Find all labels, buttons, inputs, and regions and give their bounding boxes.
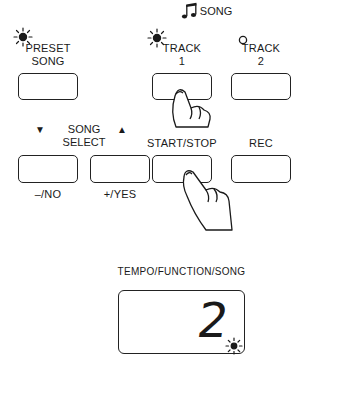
group-heading: SONG [196,5,236,18]
group-label: SONG SELECT [60,123,108,149]
button-label: +/YES [88,188,152,201]
button-outline [231,73,291,100]
panel-button: –/NO [18,155,78,183]
hand-pointer [173,90,210,127]
button-outline [18,155,78,183]
button-outline [152,155,212,183]
panel-button: +/YES [90,155,150,183]
button-label: TRACK 1 [161,42,203,68]
hand-pointer [183,171,232,230]
button-outline [90,155,150,183]
button-label: START/STOP [140,137,224,150]
lcd-display: TEMPO/FUNCTION/SONG2 [118,290,245,354]
button-label: –/NO [16,188,80,201]
panel-button: START/STOP [152,155,212,183]
panel-button: PRESET SONG [18,73,78,100]
display-heading: TEMPO/FUNCTION/SONG [82,265,282,278]
music-note-icon [182,3,197,19]
panel-button: TRACK 2 [231,73,291,100]
button-outline [18,73,78,100]
panel-button: REC [231,155,291,183]
button-label: PRESET SONG [20,42,76,68]
arrow-symbol: ▲ [114,123,130,136]
arrow-symbol: ▼ [32,123,48,136]
blinking-dot [226,338,242,354]
led-lit [14,28,32,46]
led-off [239,36,246,43]
button-outline [231,155,291,183]
button-label: REC [231,137,291,150]
display-digit: 2 [195,292,233,348]
led-lit [148,29,166,47]
button-label: TRACK 2 [240,42,282,68]
